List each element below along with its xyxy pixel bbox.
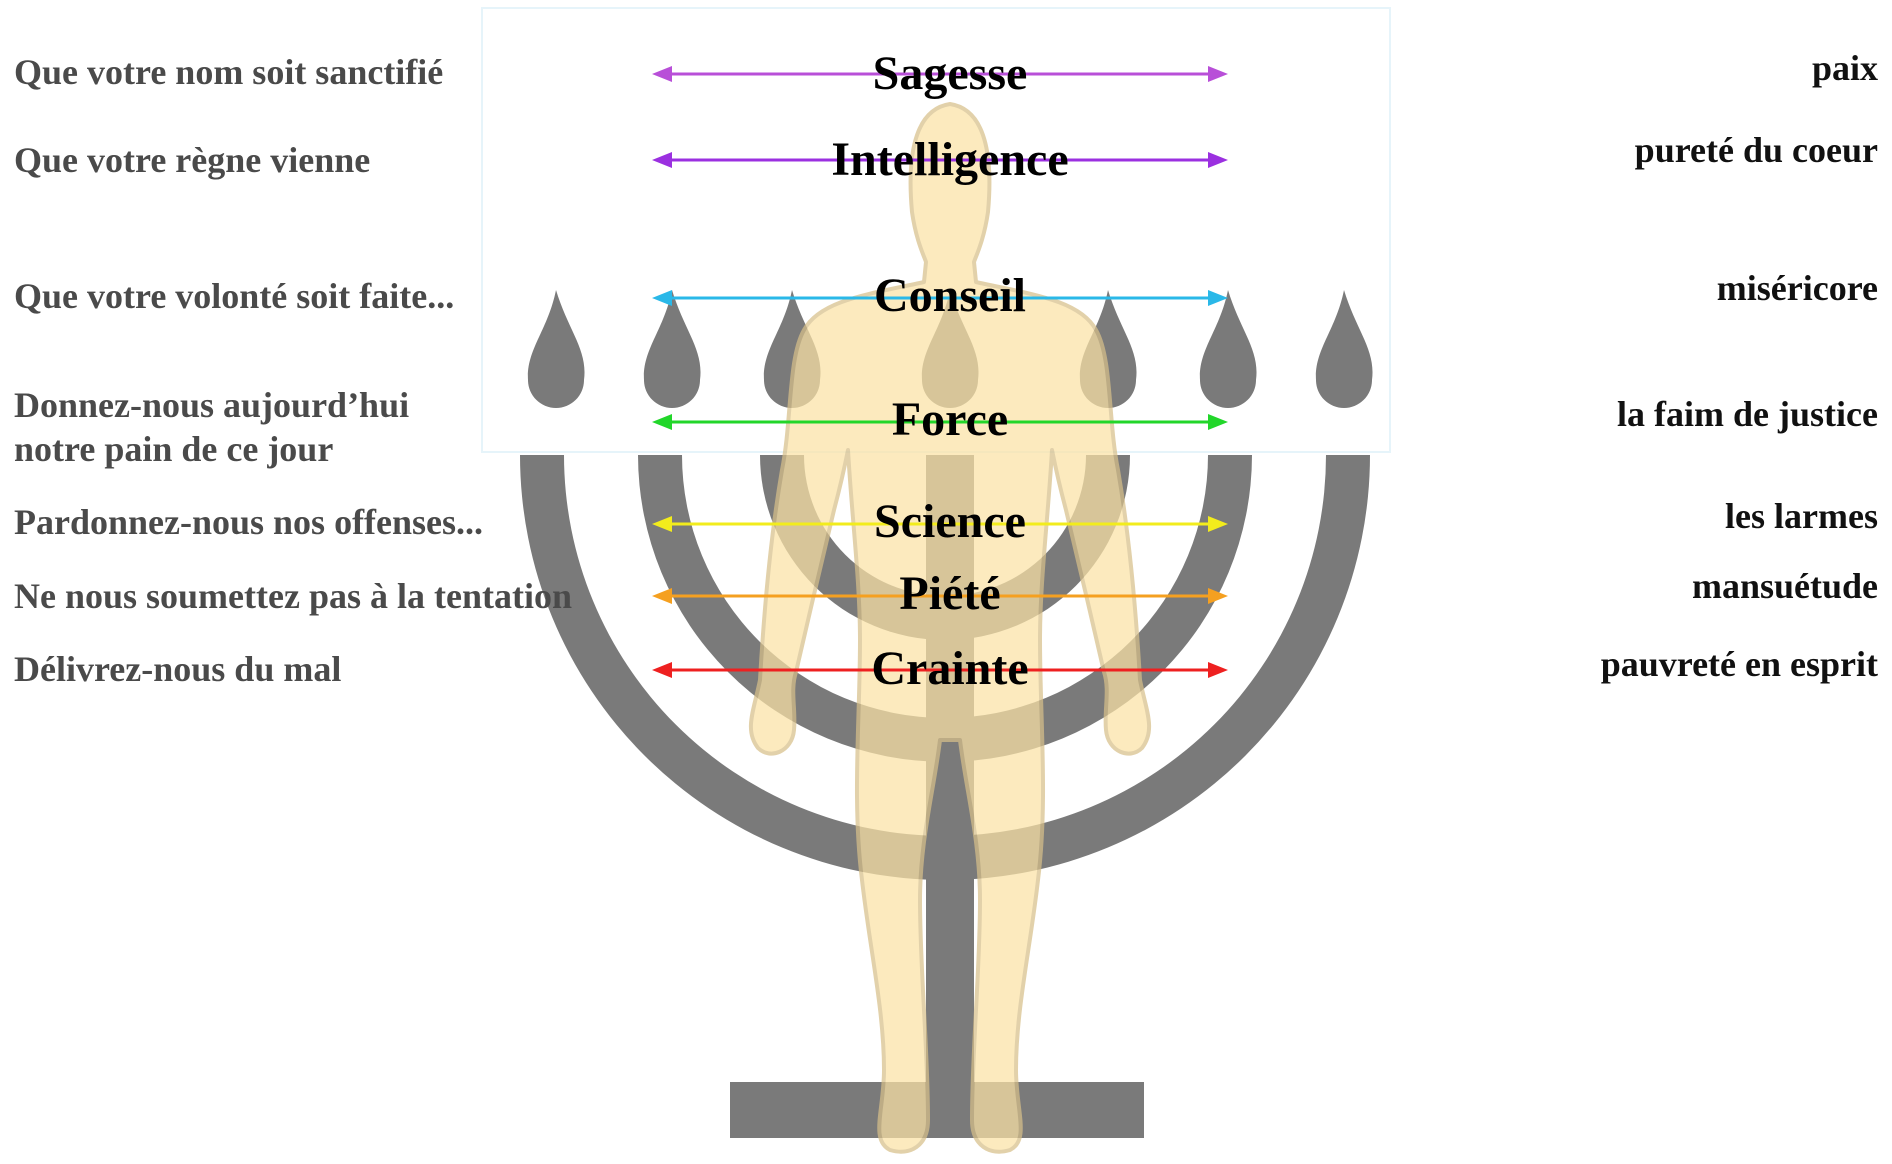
arrow-head-left bbox=[652, 290, 672, 306]
arrow-head-left bbox=[652, 662, 672, 678]
prayer-line-7: Délivrez-nous du mal bbox=[14, 647, 341, 691]
menorah-base bbox=[730, 1082, 1144, 1138]
arrow-head-right bbox=[1208, 662, 1228, 678]
gift-label-science: Science bbox=[874, 496, 1026, 548]
arrow-head-left bbox=[652, 588, 672, 604]
prayer-line-6: Ne nous soumettez pas à la tentation bbox=[14, 574, 572, 618]
beatitude-6: mansuétude bbox=[1692, 564, 1878, 608]
gift-label-crainte: Crainte bbox=[871, 643, 1028, 695]
beatitude-3: miséricore bbox=[1717, 266, 1878, 310]
prayer-line-1: Que votre nom soit sanctifié bbox=[14, 50, 443, 94]
beatitude-5: les larmes bbox=[1725, 494, 1878, 538]
gift-label-sagesse: Sagesse bbox=[873, 48, 1028, 100]
prayer-line-2: Que votre règne vienne bbox=[14, 138, 370, 182]
arrow-head-right bbox=[1208, 414, 1228, 430]
beatitude-7: pauvreté en esprit bbox=[1601, 642, 1878, 686]
gift-label-intelligence: Intelligence bbox=[831, 134, 1068, 186]
arrow-head-left bbox=[652, 152, 672, 168]
prayer-line-4a: Donnez-nous aujourd’hui bbox=[14, 383, 409, 427]
flame-icon bbox=[1200, 290, 1257, 408]
arrow-head-right bbox=[1208, 66, 1228, 82]
prayer-line-5: Pardonnez-nous nos offenses... bbox=[14, 500, 483, 544]
arrow-head-right bbox=[1208, 152, 1228, 168]
gift-label-piete: Piété bbox=[899, 568, 1000, 620]
prayer-line-3: Que votre volonté soit faite... bbox=[14, 274, 454, 318]
arrow-head-left bbox=[652, 414, 672, 430]
gift-label-conseil: Conseil bbox=[874, 270, 1026, 322]
beatitude-1: paix bbox=[1812, 46, 1878, 90]
arrow-head-left bbox=[652, 66, 672, 82]
flame-icon bbox=[644, 290, 701, 408]
beatitude-2: pureté du coeur bbox=[1635, 128, 1878, 172]
beatitude-4: la faim de justice bbox=[1617, 392, 1878, 436]
gift-label-force: Force bbox=[892, 394, 1008, 446]
flame-icon bbox=[1316, 290, 1373, 408]
prayer-line-4b: notre pain de ce jour bbox=[14, 427, 333, 471]
flame-icon bbox=[528, 290, 585, 408]
